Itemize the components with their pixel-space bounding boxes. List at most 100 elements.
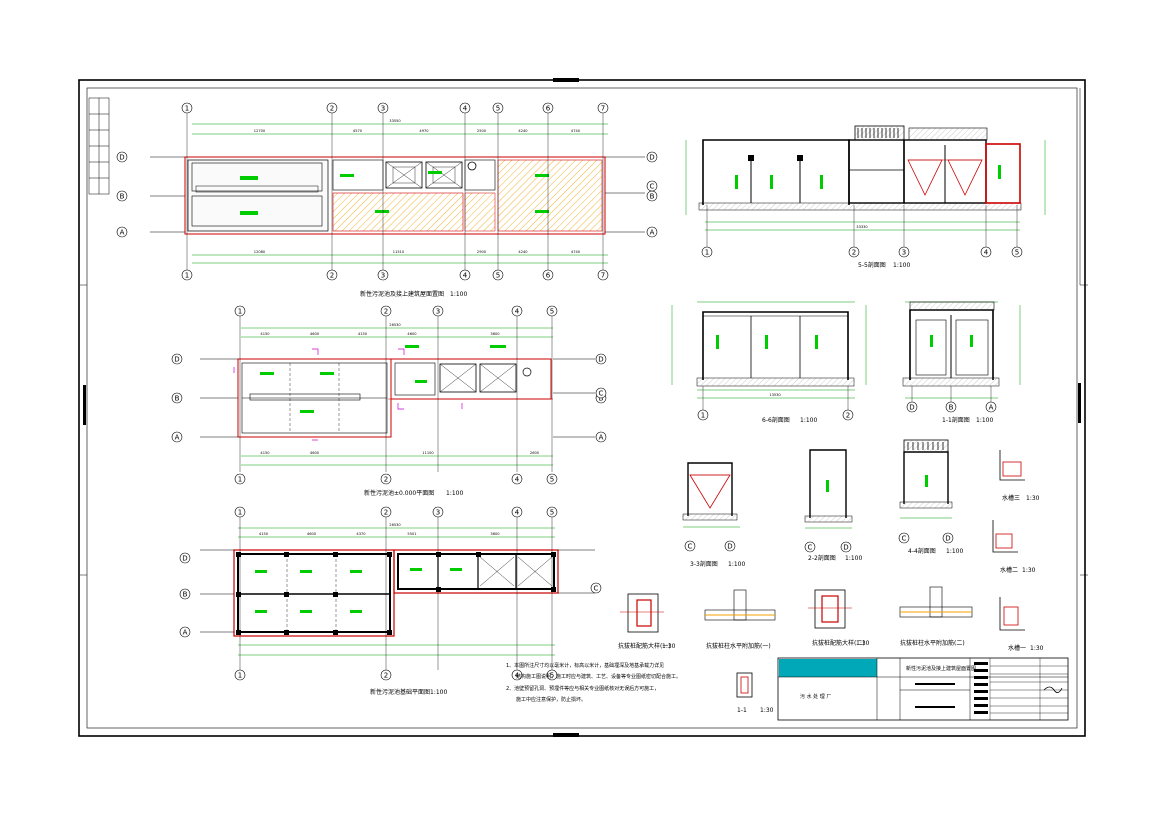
found-dim-total: 26530 bbox=[389, 523, 401, 527]
svg-text:B: B bbox=[175, 394, 180, 402]
svg-text:2: 2 bbox=[330, 271, 334, 279]
roof-axis-top-4: 4 bbox=[459, 102, 471, 114]
svg-text:A: A bbox=[175, 433, 180, 441]
svg-text:1: 1 bbox=[238, 475, 242, 483]
found-axis-left-D: D bbox=[179, 552, 191, 564]
svg-text:2: 2 bbox=[846, 411, 850, 419]
roof-axis-right-D: D bbox=[646, 151, 658, 163]
svg-text:C: C bbox=[902, 534, 907, 542]
svg-text:D: D bbox=[945, 534, 950, 542]
level-axis-left-D: D bbox=[171, 353, 183, 365]
roof-axis-right-B: B bbox=[646, 190, 658, 202]
section-4-4-title: 4-4剖面图 bbox=[908, 547, 936, 555]
found-axis-top-3: 3 bbox=[432, 506, 444, 518]
roof-dim-total: 33550 bbox=[389, 119, 401, 123]
roof-axis-top-2: 2 bbox=[326, 102, 338, 114]
roof-axis-bottom-2: 2 bbox=[326, 269, 338, 281]
section-3-3-scale: 1:100 bbox=[728, 561, 745, 568]
level-plan-title: 新性污泥池±0.000平面图 bbox=[364, 489, 434, 497]
drawing-frame bbox=[78, 78, 1088, 737]
level-axis-left-A: A bbox=[171, 431, 183, 443]
title-block-drawing-name: 新性污泥池及接上建筑屋面置图 bbox=[906, 665, 976, 672]
level-dim-top: 4600 bbox=[310, 332, 320, 336]
svg-text:D: D bbox=[174, 355, 179, 363]
found-axis-top-4: 4 bbox=[511, 506, 523, 518]
roof-axis-top-5: 5 bbox=[492, 102, 504, 114]
found-dim-top: 3600 bbox=[490, 532, 500, 536]
roof-dim-bottom: 12080 bbox=[254, 250, 266, 254]
roof-axis-top-3: 3 bbox=[377, 102, 389, 114]
svg-text:3: 3 bbox=[436, 508, 440, 516]
roof-axis-bottom-3: 3 bbox=[377, 269, 389, 281]
details-group bbox=[620, 450, 1025, 698]
level-dim-bottom: 4600 bbox=[310, 451, 320, 455]
detail-d2-scale: 1:30 bbox=[1022, 567, 1036, 574]
section-1-1-title: 1-1剖面图 bbox=[942, 416, 970, 424]
level-axis-right-D: D bbox=[595, 353, 607, 365]
svg-text:B: B bbox=[650, 192, 655, 200]
detail-col-a-scale: 1:30 bbox=[662, 643, 676, 650]
detail-col-a-title: 抗拔桩配筋大样(一) bbox=[618, 642, 671, 650]
level-dim-top: 4600 bbox=[407, 332, 417, 336]
found-axis-right-mid: C bbox=[590, 582, 602, 594]
svg-text:5: 5 bbox=[550, 508, 554, 516]
roof-dim-top: 2500 bbox=[477, 129, 487, 133]
detail-d3-scale: 1:30 bbox=[1026, 495, 1040, 502]
level-axis-left-B: B bbox=[171, 392, 183, 404]
svg-text:3: 3 bbox=[381, 104, 385, 112]
svg-text:2: 2 bbox=[384, 508, 388, 516]
svg-text:D: D bbox=[843, 543, 848, 551]
section-5-5-axis-3: 3 bbox=[898, 246, 910, 258]
svg-text:1: 1 bbox=[185, 104, 189, 112]
title-block-project: 污 水 处 理 厂 bbox=[800, 693, 831, 700]
roof-plan bbox=[150, 123, 645, 264]
roof-axis-left-A: A bbox=[116, 226, 128, 238]
roof-axis-left-B: B bbox=[116, 190, 128, 202]
svg-text:5: 5 bbox=[496, 104, 500, 112]
detail-beam-a-title: 抗拔桩柱水平附加筋(一) bbox=[706, 642, 771, 650]
level-dim-total: 26530 bbox=[389, 323, 401, 327]
found-axis-bottom: 5 bbox=[546, 669, 558, 681]
svg-text:C: C bbox=[808, 543, 813, 551]
svg-text:B: B bbox=[183, 590, 188, 598]
section-2-2-scale: 1:100 bbox=[845, 555, 862, 562]
level-dim-top: 4150 bbox=[358, 332, 368, 336]
svg-text:4: 4 bbox=[463, 104, 468, 112]
level-axis-right-mid: C bbox=[595, 387, 607, 399]
detail-sec11-title: 1-1 bbox=[737, 707, 747, 714]
svg-text:1: 1 bbox=[238, 671, 242, 679]
level-axis-bottom: 4 bbox=[511, 473, 523, 485]
section-5-5-axis-4: 4 bbox=[980, 246, 992, 258]
roof-axis-top-6: 6 bbox=[542, 102, 554, 114]
detail-d2-title: 水槽二 bbox=[1000, 566, 1018, 574]
roof-axis-left-D: D bbox=[116, 151, 128, 163]
foundation-plan bbox=[200, 527, 595, 656]
section-axis-C: C bbox=[684, 540, 696, 552]
level-axis-bottom: 1 bbox=[234, 473, 246, 485]
found-dim-top: 4370 bbox=[356, 532, 366, 536]
level-axis-top-5: 5 bbox=[546, 305, 558, 317]
section-5-5 bbox=[685, 125, 1046, 231]
roof-axis-bottom-6: 6 bbox=[542, 269, 554, 281]
section-5-5-axis-5: 5 bbox=[1011, 246, 1023, 258]
section-6-6-axis-2: 2 bbox=[842, 409, 854, 421]
detail-beam-b-title: 抗拔桩柱水平附加筋(二) bbox=[900, 639, 965, 647]
found-axis-bottom: 4 bbox=[511, 669, 523, 681]
level-axis-top-1: 1 bbox=[234, 305, 246, 317]
level-axis-right-A: A bbox=[595, 431, 607, 443]
level-axis-bottom: 2 bbox=[380, 473, 392, 485]
section-axis-D: D bbox=[942, 532, 954, 544]
note-line-2b: 施工中应注意保护，防止损坏。 bbox=[516, 696, 586, 703]
level-dim-bottom: 11100 bbox=[422, 451, 434, 455]
level-axis-top-4: 4 bbox=[511, 305, 523, 317]
found-axis-top-1: 1 bbox=[234, 506, 246, 518]
svg-text:5: 5 bbox=[1015, 248, 1019, 256]
section-1-1-axis-B: B bbox=[945, 401, 957, 413]
roof-dim-bottom: 4240 bbox=[518, 250, 528, 254]
section-axis-C: C bbox=[804, 541, 816, 553]
section-axis-C: C bbox=[898, 532, 910, 544]
svg-text:4: 4 bbox=[984, 248, 989, 256]
section-4-4-scale: 1:100 bbox=[946, 548, 963, 555]
svg-text:D: D bbox=[909, 403, 914, 411]
svg-text:7: 7 bbox=[601, 271, 605, 279]
